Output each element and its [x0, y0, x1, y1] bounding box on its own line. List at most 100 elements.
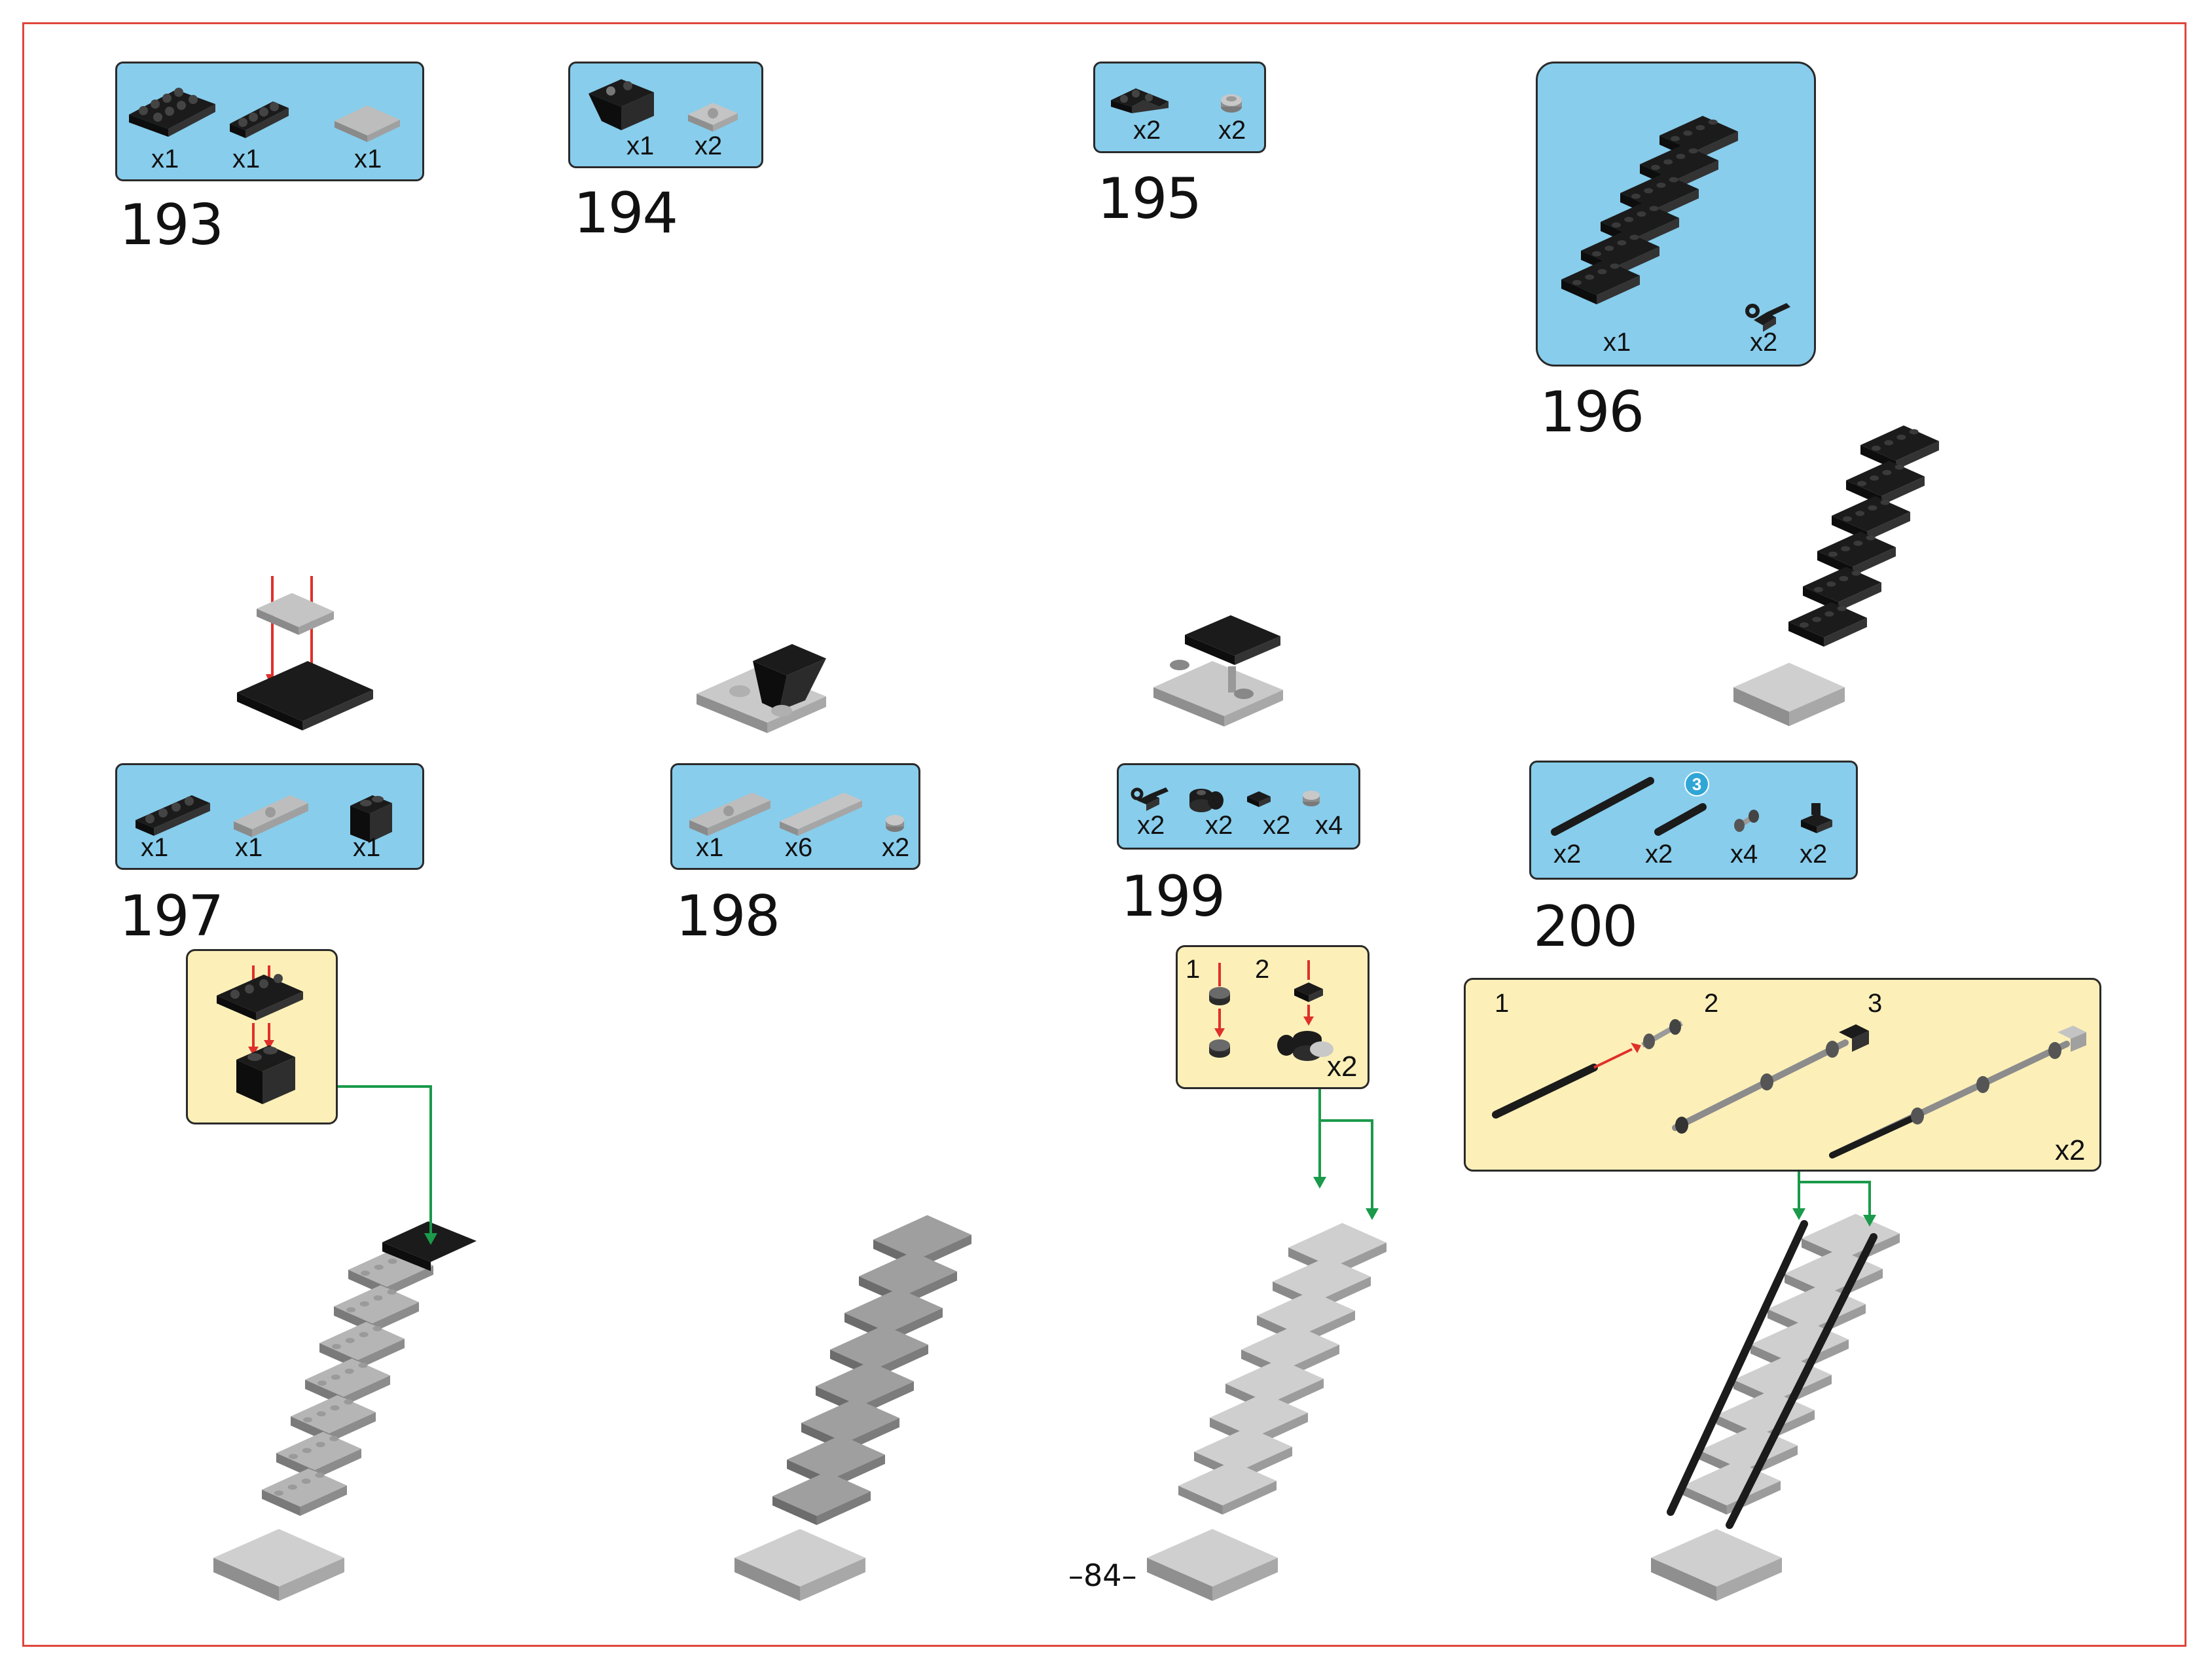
step-number-199: 199	[1121, 864, 1225, 929]
short-bar-icon	[1654, 803, 1707, 836]
step-number-193: 193	[119, 192, 224, 258]
part-qty: x1	[1603, 328, 1631, 357]
part-qty: x1	[354, 145, 382, 173]
step-197-assembly	[213, 1221, 477, 1601]
grey-tile-2x2-icon	[335, 105, 400, 142]
subassembly-illustration-200	[1492, 1019, 2086, 1159]
grey-jumper-1x4-icon	[234, 795, 308, 837]
part-qty: x2	[1137, 811, 1165, 840]
long-bar-icon	[1551, 777, 1654, 836]
parts-illustration-197	[136, 795, 392, 842]
step-number-197: 197	[119, 884, 224, 949]
long-bar-icon	[1492, 1043, 1641, 1119]
grey-tile-1x4-icon	[780, 793, 862, 836]
parts-box-199: x2 x2 x2 x4	[1117, 763, 1360, 850]
page-border	[22, 22, 2186, 1647]
subassembly-box-199: 1 2 x2	[1176, 945, 1369, 1089]
parts-box-196: x1 x2	[1536, 62, 1816, 367]
part-qty: x1	[235, 833, 263, 862]
parts-box-200: 3 x2 x2 x4 x2	[1529, 761, 1858, 880]
part-qty: x2	[882, 833, 910, 862]
part-qty: x1	[696, 833, 724, 862]
bar-assembled-icon	[1829, 1026, 2086, 1159]
part-qty: x1	[151, 145, 179, 173]
part-qty: x2	[1205, 811, 1233, 840]
part-qty: x1	[232, 145, 261, 173]
round-plate-icon	[886, 815, 904, 832]
substep-label: 3	[1868, 989, 1883, 1018]
multiplier-label: x2	[1327, 1051, 1358, 1083]
callout-arrowheads	[424, 1177, 1876, 1245]
black-tile-1x1-icon	[1247, 791, 1271, 807]
substep-label: 2	[1255, 955, 1270, 984]
part-qty: x1	[141, 833, 169, 862]
parts-illustration-196	[1561, 116, 1790, 332]
part-qty: x2	[1133, 116, 1161, 145]
step-198-assembly	[734, 1215, 971, 1601]
black-slope-icon	[589, 79, 654, 130]
black-corner-plate-icon	[1111, 88, 1169, 113]
subassembly-illustration-197	[217, 965, 303, 1104]
step-number-200: 200	[1533, 894, 1638, 960]
clip-icon	[1745, 303, 1790, 332]
black-brick-1x2-icon	[350, 795, 392, 842]
part-qty: x4	[1315, 811, 1343, 840]
parts-box-195: x2 x2	[1093, 62, 1266, 153]
substep-label: 1	[1495, 989, 1510, 1018]
step-196-assembly	[1733, 425, 1939, 727]
bar-holder-icon	[1733, 810, 1759, 832]
step-195-assembly	[1153, 615, 1283, 727]
black-plate-1x4-icon	[217, 974, 303, 1020]
subassembly-box-200: 1 2 3 x2	[1464, 978, 2101, 1172]
substep-reference-badge: 3	[1684, 772, 1709, 797]
black-staircase-icon	[1561, 116, 1738, 304]
part-qty: x1	[626, 132, 655, 160]
parts-box-197: x1 x1 x1	[115, 763, 424, 870]
bar-holder-icon	[1641, 1019, 1683, 1049]
subassembly-illustration-199	[1209, 960, 1333, 1061]
round-plate-icon	[1221, 94, 1242, 113]
part-qty: x6	[785, 833, 813, 862]
substep-label: 1	[1186, 955, 1201, 984]
part-qty: x2	[1800, 840, 1828, 869]
grey-jumper-plate-icon	[688, 103, 738, 132]
step-199-assembly	[1147, 1223, 1387, 1601]
step-number-198: 198	[676, 884, 780, 949]
step-193-assembly	[237, 576, 373, 730]
parts-box-193: x1 x1 x1	[115, 62, 424, 181]
parts-illustration-195	[1111, 88, 1242, 113]
callout-arrows	[338, 1085, 1871, 1236]
round-plate-icon	[1303, 791, 1320, 806]
part-qty: x2	[1645, 840, 1673, 869]
step-number-195: 195	[1097, 166, 1202, 232]
part-qty: x4	[1730, 840, 1758, 869]
step-194-assembly	[697, 644, 826, 733]
bracket-icon	[1189, 789, 1224, 812]
parts-illustration-193	[129, 88, 400, 142]
part-qty: x1	[353, 833, 381, 862]
part-qty: x2	[1553, 840, 1582, 869]
parts-box-198: x1 x6 x2	[670, 763, 920, 870]
page-number: –84–	[1068, 1558, 1137, 1593]
part-qty: x2	[1218, 116, 1246, 145]
bracket-icon	[1277, 1031, 1333, 1061]
subassembly-box-197	[186, 949, 338, 1124]
black-brick-1x2-icon	[236, 1045, 295, 1104]
clip-icon	[1131, 787, 1169, 811]
part-qty: x2	[695, 132, 723, 160]
black-plate-1x4-icon	[136, 795, 210, 836]
parts-box-194: x1 x2	[568, 62, 763, 168]
round-plate-icon	[1209, 1039, 1230, 1058]
bar-with-holders-icon	[1672, 1024, 1869, 1134]
parts-illustration-194	[589, 79, 738, 132]
multiplier-label: x2	[2055, 1134, 2086, 1166]
parts-illustration-198	[689, 793, 904, 836]
black-tile-1x1-icon	[1294, 982, 1323, 1002]
clip-plate-icon	[1801, 803, 1832, 833]
step-number-196: 196	[1540, 380, 1644, 445]
round-plate-icon	[1209, 987, 1230, 1005]
black-plate-1x4-icon	[230, 101, 289, 138]
part-qty: x2	[1750, 328, 1778, 357]
step-200-assembly	[1651, 1213, 1900, 1601]
part-qty: x2	[1263, 811, 1291, 840]
